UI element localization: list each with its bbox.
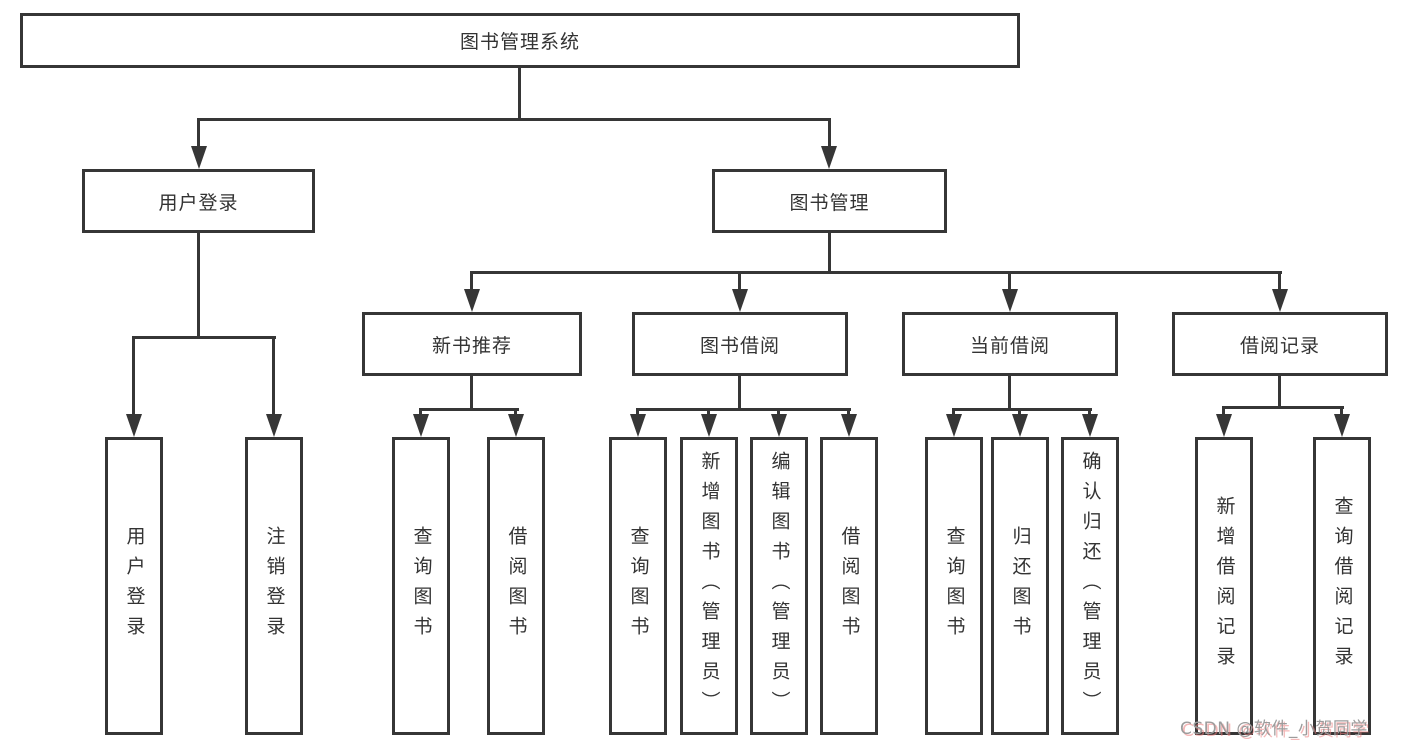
connector-bookmgmt-drop-2 xyxy=(738,271,741,293)
connector-bookmgmt-branch xyxy=(470,271,1282,274)
connector-recommend-stem xyxy=(470,375,473,408)
connector-userlogin-branch xyxy=(132,336,276,339)
connector-root-drop-right xyxy=(828,118,831,151)
leaf-user-login-label: 用户登录 xyxy=(123,526,146,646)
node-new-book-recommend-label: 新书推荐 xyxy=(431,334,512,357)
leaf-borrow-book: 借阅图书 xyxy=(820,437,878,735)
arrow-down-icon xyxy=(413,414,429,437)
arrow-down-icon xyxy=(508,414,524,437)
connector-bookmgmt-stem xyxy=(828,233,831,271)
arrow-down-icon xyxy=(771,414,787,437)
node-current-borrow: 当前借阅 xyxy=(902,312,1118,376)
leaf-borrow-book-label: 借阅图书 xyxy=(838,526,861,646)
leaf-recommend-borrow-book-label: 借阅图书 xyxy=(505,526,528,646)
arrow-down-icon xyxy=(1012,414,1028,437)
connector-current-branch xyxy=(952,408,1092,411)
connector-records-drop-1 xyxy=(1222,406,1225,418)
arrow-down-icon xyxy=(191,146,207,169)
leaf-borrow-query-book-label: 查询图书 xyxy=(627,526,650,646)
node-book-management-label: 图书管理 xyxy=(789,191,870,214)
node-user-login: 用户登录 xyxy=(82,169,315,233)
connector-recommend-branch xyxy=(419,408,519,411)
connector-records-drop-2 xyxy=(1340,406,1343,418)
connector-records-stem xyxy=(1278,375,1281,406)
leaf-edit-book-admin: 编辑图书（管理员） xyxy=(750,437,808,735)
node-user-login-label: 用户登录 xyxy=(158,191,239,214)
connector-current-drop-2 xyxy=(1018,408,1021,418)
node-borrow-records: 借阅记录 xyxy=(1172,312,1388,376)
node-current-borrow-label: 当前借阅 xyxy=(969,334,1050,357)
arrow-down-icon xyxy=(464,289,480,312)
connector-root-stem xyxy=(518,68,521,118)
node-book-borrow-label: 图书借阅 xyxy=(699,334,780,357)
connector-current-stem xyxy=(1008,375,1011,408)
leaf-logout-label: 注销登录 xyxy=(263,526,286,646)
leaf-query-borrow-record-label: 查询借阅记录 xyxy=(1331,496,1354,676)
connector-borrow-stem xyxy=(738,375,741,408)
leaf-add-book-admin-label: 新增图书（管理员） xyxy=(698,451,721,721)
csdn-watermark: CSDN @软件_小贺同学 xyxy=(1180,719,1368,739)
connector-userlogin-drop-2 xyxy=(272,336,275,416)
arrow-down-icon xyxy=(1334,414,1350,437)
node-root-label: 图书管理系统 xyxy=(459,31,580,53)
leaf-edit-book-admin-label: 编辑图书（管理员） xyxy=(768,451,791,721)
arrow-down-icon xyxy=(1002,289,1018,312)
connector-bookmgmt-drop-1 xyxy=(470,271,473,293)
connector-bookmgmt-drop-3 xyxy=(1008,271,1011,293)
connector-userlogin-drop-1 xyxy=(132,336,135,416)
arrow-down-icon xyxy=(1272,289,1288,312)
leaf-return-book-label: 归还图书 xyxy=(1009,526,1032,646)
leaf-add-book-admin: 新增图书（管理员） xyxy=(680,437,738,735)
leaf-confirm-return-admin-label: 确认归还（管理员） xyxy=(1079,451,1102,721)
node-new-book-recommend: 新书推荐 xyxy=(362,312,582,376)
leaf-logout: 注销登录 xyxy=(245,437,303,735)
arrow-down-icon xyxy=(821,146,837,169)
arrow-down-icon xyxy=(841,414,857,437)
leaf-current-query-book: 查询图书 xyxy=(925,437,983,735)
leaf-user-login: 用户登录 xyxy=(105,437,163,735)
connector-recommend-drop-1 xyxy=(419,408,422,418)
node-book-borrow: 图书借阅 xyxy=(632,312,848,376)
leaf-add-borrow-record: 新增借阅记录 xyxy=(1195,437,1253,735)
connector-borrow-drop-1 xyxy=(636,408,639,418)
connector-root-drop-left xyxy=(197,118,200,151)
leaf-confirm-return-admin: 确认归还（管理员） xyxy=(1061,437,1119,735)
connector-borrow-branch xyxy=(636,408,851,411)
arrow-down-icon xyxy=(946,414,962,437)
connector-borrow-drop-3 xyxy=(777,408,780,418)
leaf-borrow-query-book: 查询图书 xyxy=(609,437,667,735)
arrow-down-icon xyxy=(1216,414,1232,437)
leaf-recommend-borrow-book: 借阅图书 xyxy=(487,437,545,735)
leaf-current-query-book-label: 查询图书 xyxy=(943,526,966,646)
connector-records-branch xyxy=(1222,406,1344,409)
arrow-down-icon xyxy=(732,289,748,312)
leaf-recommend-query-book: 查询图书 xyxy=(392,437,450,735)
connector-borrow-drop-4 xyxy=(847,408,850,418)
connector-current-drop-3 xyxy=(1088,408,1091,418)
node-book-management: 图书管理 xyxy=(712,169,947,233)
leaf-query-borrow-record: 查询借阅记录 xyxy=(1313,437,1371,735)
arrow-down-icon xyxy=(630,414,646,437)
arrow-down-icon xyxy=(1082,414,1098,437)
leaf-recommend-query-book-label: 查询图书 xyxy=(410,526,433,646)
arrow-down-icon xyxy=(266,414,282,437)
leaf-add-borrow-record-label: 新增借阅记录 xyxy=(1213,496,1236,676)
leaf-return-book: 归还图书 xyxy=(991,437,1049,735)
connector-root-branch xyxy=(197,118,831,121)
connector-bookmgmt-drop-4 xyxy=(1278,271,1281,293)
connector-borrow-drop-2 xyxy=(707,408,710,418)
connector-userlogin-stem xyxy=(197,233,200,336)
connector-current-drop-1 xyxy=(952,408,955,418)
node-root: 图书管理系统 xyxy=(20,13,1020,68)
arrow-down-icon xyxy=(126,414,142,437)
connector-recommend-drop-2 xyxy=(514,408,517,418)
node-borrow-records-label: 借阅记录 xyxy=(1239,334,1320,357)
arrow-down-icon xyxy=(701,414,717,437)
